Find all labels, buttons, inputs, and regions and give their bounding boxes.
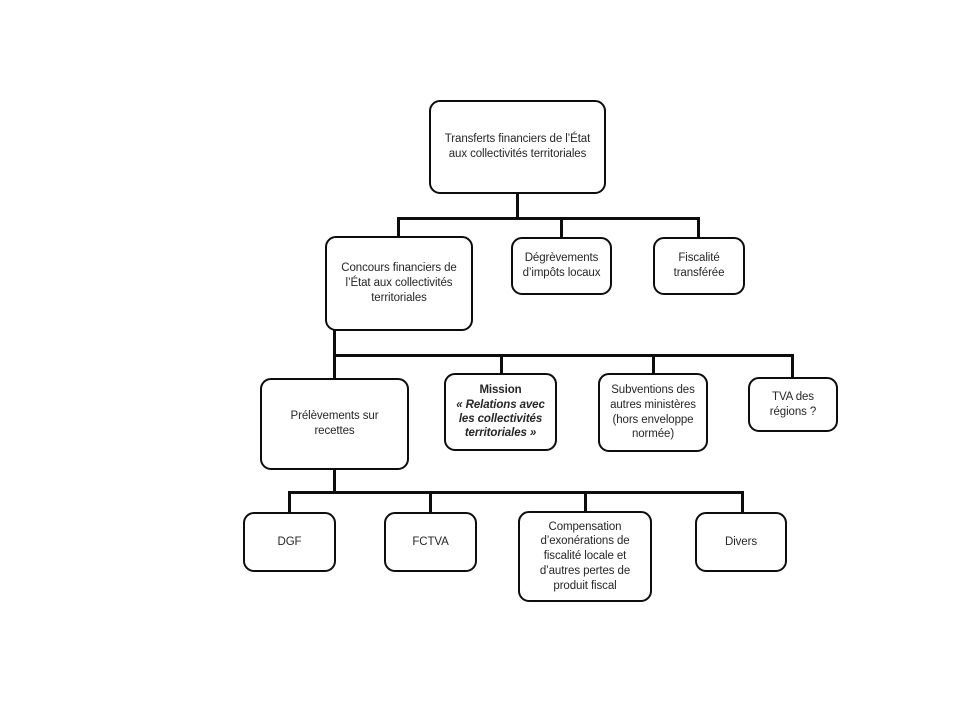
node-fctva[interactable]: FCTVA: [384, 512, 477, 572]
connector-drop-fiscalite: [697, 217, 700, 238]
connector-drop-fctva: [429, 491, 432, 513]
connector-drop-mission: [500, 354, 503, 374]
connector-drop-tva: [791, 354, 794, 378]
connector-level3-bus: [333, 354, 794, 357]
connector-concours-stem: [333, 330, 336, 356]
node-dgf[interactable]: DGF: [243, 512, 336, 572]
connector-prelevements-stem: [333, 469, 336, 493]
connector-level2-bus: [397, 217, 699, 220]
node-divers[interactable]: Divers: [695, 512, 787, 572]
connector-level4-bus: [288, 491, 744, 494]
connector-drop-dgf: [288, 491, 291, 513]
node-label: FCTVA: [412, 535, 449, 548]
connector-drop-compensation: [584, 491, 587, 512]
connector-drop-prelevements: [333, 354, 336, 379]
node-label: Divers: [725, 535, 757, 548]
connector-root-stem: [516, 193, 519, 219]
connector-drop-degrevements: [560, 217, 563, 238]
connector-drop-concours: [397, 217, 400, 238]
connector-drop-divers: [741, 491, 744, 512]
node-label: DGF: [277, 535, 302, 548]
connector-drop-subventions: [652, 354, 655, 374]
